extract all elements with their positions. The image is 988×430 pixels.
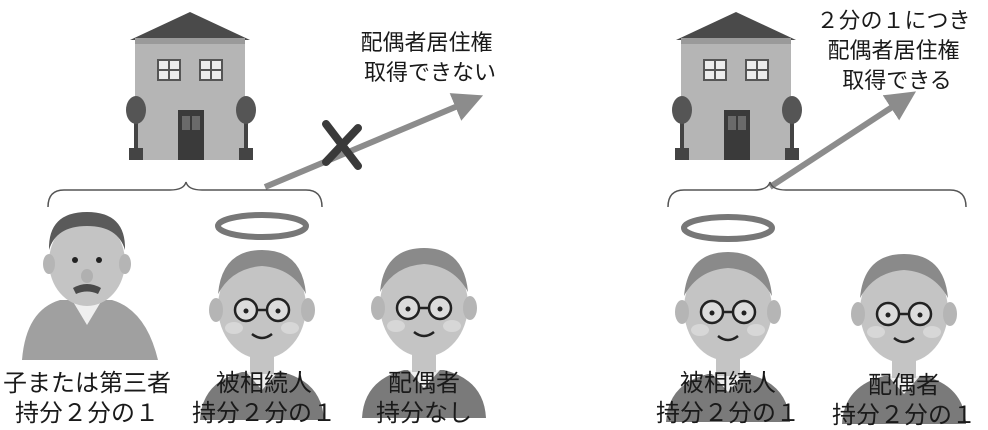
left-scene: 配偶者居住権 取得できない bbox=[22, 11, 499, 422]
arrow-not-acquire bbox=[263, 93, 484, 190]
label-decedent-right: 被相続人 持分２分の１ bbox=[650, 368, 806, 428]
person-name: 配偶者 bbox=[388, 369, 460, 397]
cross-icon bbox=[322, 120, 362, 170]
label-spouse-right: 配偶者 持分２分の１ bbox=[826, 370, 982, 430]
brace bbox=[47, 181, 323, 208]
label-decedent-left: 被相続人 持分２分の１ bbox=[186, 368, 342, 428]
person-share: 持分２分の１ bbox=[15, 399, 159, 427]
left-annotation: 配偶者居住権 取得できない bbox=[360, 31, 499, 86]
person-name: 被相続人 bbox=[216, 369, 312, 397]
house-icon bbox=[671, 11, 803, 161]
person-name: 配偶者 bbox=[868, 371, 940, 399]
person-name: 子または第三者 bbox=[3, 369, 171, 397]
right-annotation: ２分の１につき 配偶者居住権 取得できる bbox=[816, 9, 977, 94]
label-spouse-left: 配偶者 持分なし bbox=[364, 368, 484, 428]
arrow-acquire bbox=[768, 91, 917, 190]
house-icon bbox=[125, 11, 257, 161]
label-child-or-third-party: 子または第三者 持分２分の１ bbox=[2, 368, 172, 428]
person-share: 持分２分の１ bbox=[832, 401, 976, 429]
brace bbox=[667, 181, 967, 208]
person-share: 持分２分の１ bbox=[192, 399, 336, 427]
child-or-third-party-figure bbox=[22, 212, 158, 360]
person-share: 持分２分の１ bbox=[656, 399, 800, 427]
person-share: 持分なし bbox=[376, 399, 472, 427]
right-scene: ２分の１につき 配偶者居住権 取得できる bbox=[664, 9, 977, 426]
person-name: 被相続人 bbox=[680, 369, 776, 397]
